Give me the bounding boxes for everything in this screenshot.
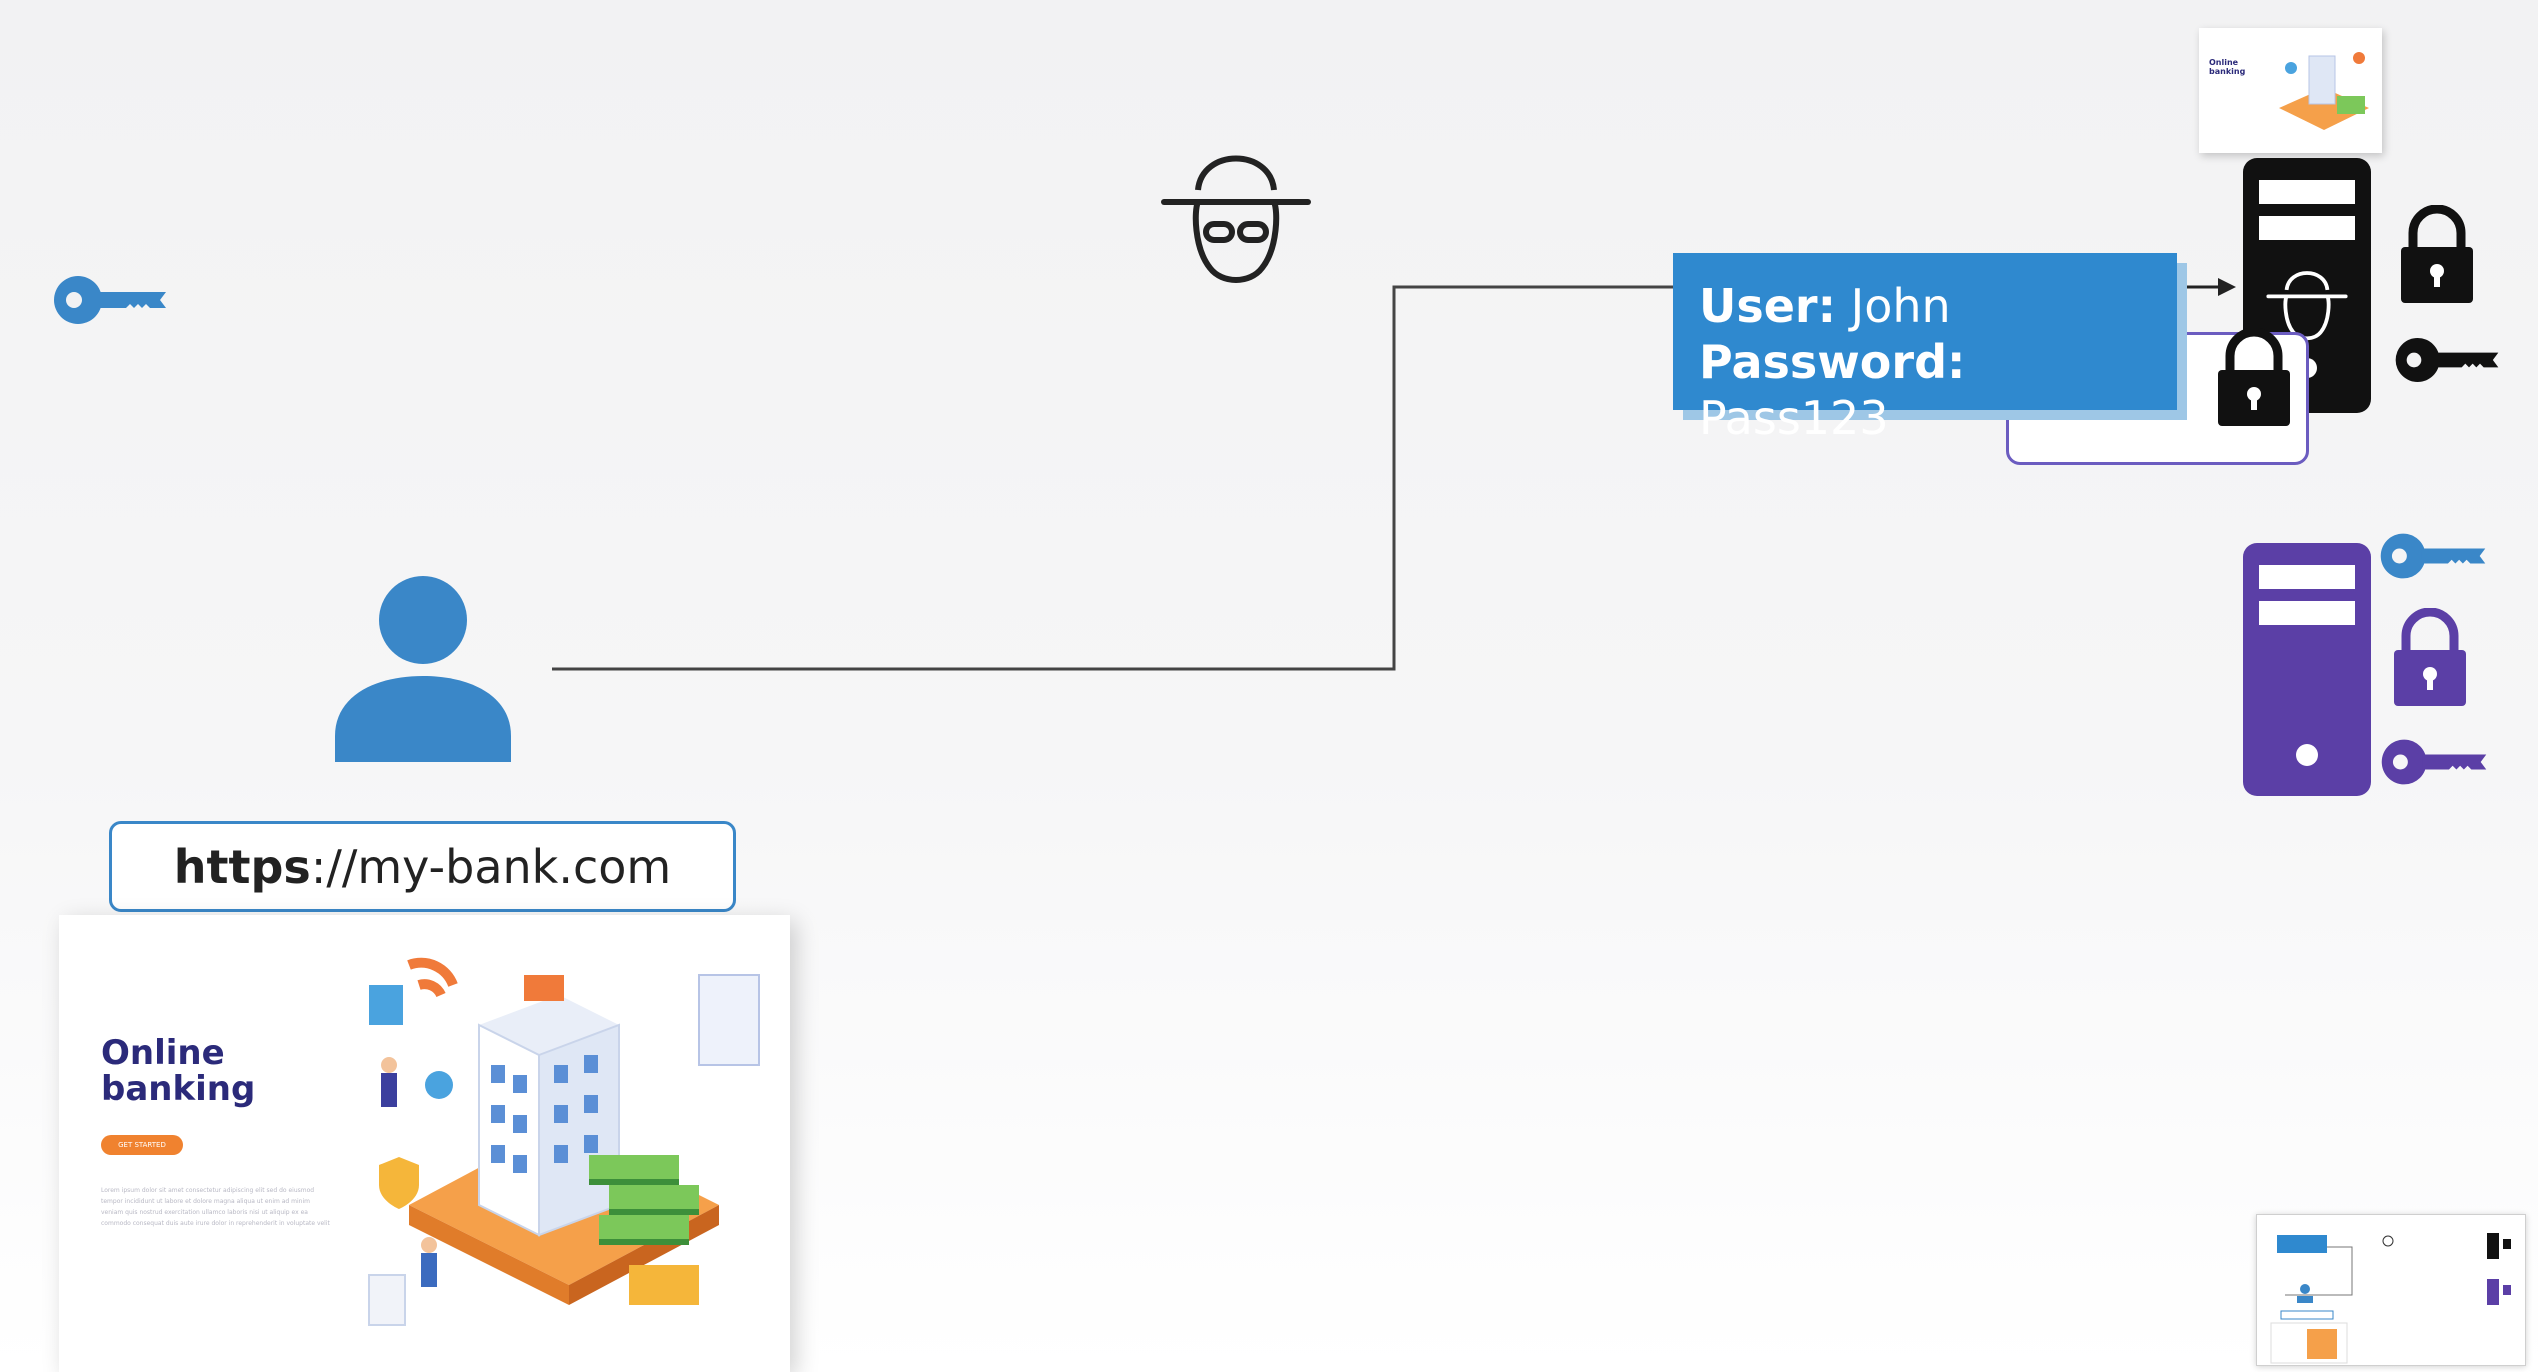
password-value: Pass123 <box>1699 391 1889 445</box>
preview-diagram <box>2270 1233 2511 1364</box>
user-label: User: <box>1699 279 1837 333</box>
bank-title: Online banking <box>101 1033 256 1109</box>
server-icon <box>2243 543 2371 796</box>
key-icon <box>54 276 166 324</box>
bank-website-preview: Online banking GET STARTED Lorem ipsum d… <box>59 915 790 1372</box>
password-row: Password: Pass123 <box>1699 334 2151 446</box>
banking-illustration <box>368 957 760 1326</box>
key-icon <box>2381 739 2487 785</box>
mini-illustration <box>2279 52 2369 130</box>
lock-icon <box>2218 328 2290 426</box>
url-domain: ://my-bank.com <box>310 839 672 894</box>
hacker-icon <box>1161 155 1311 283</box>
credentials-box: User: John Password: Pass123 <box>1673 253 2177 445</box>
key-icon <box>2380 533 2486 579</box>
password-label: Password: <box>1699 335 1966 389</box>
url-bar[interactable]: https://my-bank.com <box>109 821 736 912</box>
server-site-thumbnail: Online banking <box>2199 28 2382 153</box>
user-icon <box>335 576 511 762</box>
key-icon <box>2395 338 2499 382</box>
slide-preview-thumbnail[interactable] <box>2256 1214 2526 1366</box>
bank-body-text: Lorem ipsum dolor sit amet consectetur a… <box>101 1187 330 1227</box>
get-started-button: GET STARTED <box>101 1135 183 1155</box>
lock-icon <box>2394 608 2466 706</box>
user-row: User: John <box>1699 278 2151 334</box>
mini-thumb-title: Online banking <box>2209 58 2246 76</box>
url-protocol: https <box>173 839 311 894</box>
user-value: John <box>1850 279 1951 333</box>
lock-icon <box>2401 205 2473 303</box>
